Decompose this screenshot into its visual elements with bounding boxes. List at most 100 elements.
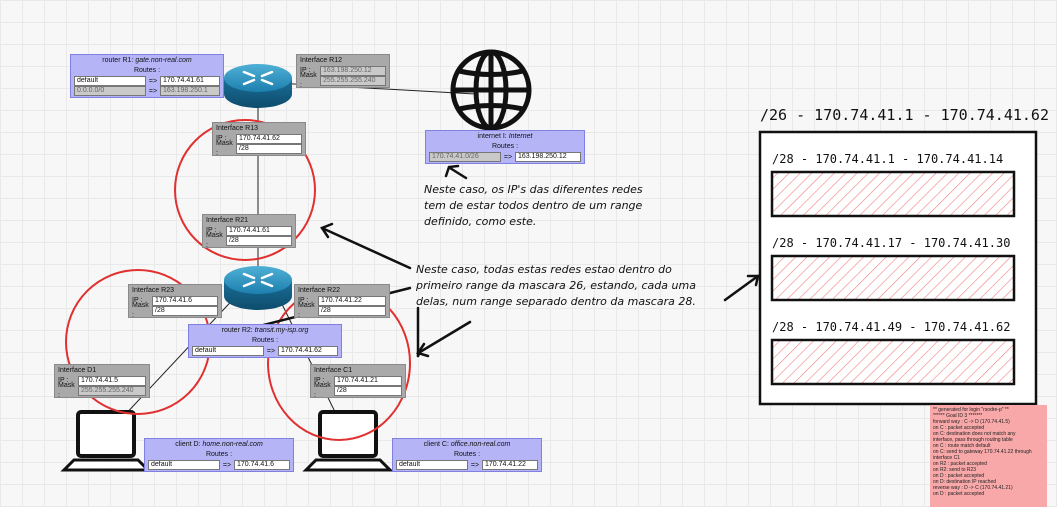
router-r1-box[interactable]: router R1: gate.non-real.com Routes : de…	[70, 54, 224, 98]
ip-field: 163.198.250.12	[320, 66, 386, 76]
ip-field[interactable]: 170.74.41.6	[152, 296, 218, 306]
mask-label: Mask :	[300, 72, 317, 89]
routes-label: Routes :	[491, 143, 519, 150]
ip-field[interactable]: 170.74.41.61	[226, 226, 292, 236]
log-line: on C: destination does not match any	[933, 431, 1016, 437]
client-c-box[interactable]: client C: office.non-real.com Routes : d…	[392, 438, 542, 472]
log-line: on D : packet accepted	[933, 491, 985, 497]
router-r2-title: router R2:	[221, 327, 253, 334]
range-sub-label-2: /28 - 170.74.41.17 - 170.74.41.30	[772, 236, 1011, 250]
range-box-3	[770, 338, 1016, 386]
mask-field[interactable]: /28	[152, 306, 218, 316]
note-line: Neste caso, os IP's das diferentes redes	[424, 183, 643, 196]
log-line: on D : packet accepted	[933, 473, 985, 479]
ip-label: IP :	[206, 227, 217, 234]
route-gateway[interactable]: 170.74.41.62	[278, 346, 338, 356]
route-dest: 0.0.0.0/0	[74, 86, 146, 96]
interface-c1-box[interactable]: Interface C1 IP :170.74.41.21 Mask :/28	[310, 364, 406, 399]
route-arrow: =>	[148, 77, 158, 85]
interface-r21-box[interactable]: Interface R21 IP : 170.74.41.61 Mask :/28	[202, 214, 296, 249]
route-arrow: =>	[470, 461, 480, 469]
client-d-title: client D:	[175, 441, 201, 448]
note-line: Neste caso, todas estas redes estao dent…	[416, 263, 672, 276]
mask-field[interactable]: /28	[334, 386, 402, 396]
client-c-host: office.non-real.com	[450, 441, 511, 448]
computer-icon	[302, 410, 394, 472]
route-gateway[interactable]: 170.74.41.22	[482, 460, 538, 470]
ip-field[interactable]: 170.74.41.62	[236, 134, 302, 144]
router-r1-title: router R1:	[102, 57, 134, 64]
interface-title: Interface R22	[298, 287, 341, 294]
client-d-host: home.non-real.com	[202, 441, 263, 448]
ip-label: IP :	[58, 377, 69, 384]
client-d-box[interactable]: client D: home.non-real.com Routes : def…	[144, 438, 294, 472]
router-r2-box[interactable]: router R2: transit.my-isp.org Routes : d…	[188, 324, 342, 358]
internet-box[interactable]: internet I: Internet Routes : 170.74.41.…	[425, 130, 585, 164]
ip-label: IP :	[132, 297, 143, 304]
ip-field[interactable]: 170.74.41.21	[334, 376, 402, 386]
route-dest[interactable]: default	[192, 346, 264, 356]
route-dest: 170.74.41.0/26	[429, 152, 501, 162]
interface-r22-box[interactable]: Interface R22 IP :170.74.41.22 Mask :/28	[294, 284, 390, 319]
mask-label: Mask :	[216, 140, 233, 157]
log-line: on R2: send to R23	[933, 467, 977, 473]
routes-label: Routes :	[133, 67, 161, 74]
routes-label: Routes :	[251, 337, 279, 344]
mask-label: Mask :	[314, 382, 331, 399]
route-arrow: =>	[266, 347, 276, 355]
log-line: on D: destination IP reached	[933, 479, 997, 485]
interface-title: Interface R12	[300, 57, 343, 64]
ip-field[interactable]: 170.74.41.5	[78, 376, 146, 386]
mask-field: 255.255.255.240	[320, 76, 386, 86]
mask-field: 255.255.255.240	[78, 386, 146, 396]
mask-label: Mask :	[206, 232, 223, 249]
log-line: reverse way : D -> C (170.74.41.21)	[933, 485, 1013, 491]
router-icon	[224, 64, 292, 108]
range-main-label: /26 - 170.74.41.1 - 170.74.41.62	[760, 106, 1049, 124]
range-box-2	[770, 254, 1016, 302]
mask-label: Mask :	[132, 302, 149, 319]
range-sub-label-1: /28 - 170.74.41.1 - 170.74.41.14	[772, 152, 1004, 166]
goal-log-panel[interactable]: ** generated for login "rsodre-p" ** ***…	[930, 405, 1047, 507]
route-gateway[interactable]: 170.74.41.61	[160, 76, 220, 86]
interface-d1-box[interactable]: Interface D1 IP :170.74.41.5 Mask :255.2…	[54, 364, 150, 399]
log-line: on R2 : packet accepted	[933, 461, 987, 467]
ip-label: IP :	[216, 135, 227, 142]
interface-r12-box[interactable]: Interface R12 IP : 163.198.250.12 Mask :2…	[296, 54, 390, 89]
interface-title: Interface C1	[314, 367, 353, 374]
interface-title: Interface R21	[206, 217, 249, 224]
router-r1-host: gate.non-real.com	[135, 57, 192, 64]
ip-label: IP :	[300, 67, 311, 74]
route-gateway[interactable]: 163.198.250.12	[515, 152, 581, 162]
note-line: tem de estar todos dentro de um range	[424, 199, 643, 212]
route-arrow: =>	[222, 461, 232, 469]
interface-r23-box[interactable]: Interface R23 IP : 170.74.41.6 Mask :/28	[128, 284, 222, 319]
mask-label: Mask :	[58, 382, 75, 399]
mask-field[interactable]: /28	[226, 236, 292, 246]
log-line: interface, pass through routing table	[933, 437, 1013, 443]
note-line: primeiro range da mascara 26, estando, c…	[416, 279, 696, 292]
route-gateway[interactable]: 170.74.41.6	[234, 460, 290, 470]
log-line: forward way : C -> D (170.74.41.5)	[933, 419, 1010, 425]
range-sub-label-3: /28 - 170.74.41.49 - 170.74.41.62	[772, 320, 1011, 334]
route-dest[interactable]: default	[396, 460, 468, 470]
globe-icon	[450, 49, 532, 131]
mask-field[interactable]: /28	[236, 144, 302, 154]
mask-field[interactable]: /28	[318, 306, 386, 316]
routes-label: Routes :	[205, 451, 233, 458]
log-line: interface C1	[933, 455, 960, 461]
route-arrow: =>	[503, 153, 513, 161]
router-r2-host: transit.my-isp.org	[254, 327, 309, 334]
interface-title: Interface R13	[216, 125, 259, 132]
route-dest[interactable]: default	[148, 460, 220, 470]
note-ip-range: Neste caso, os IP's das diferentes redes…	[424, 182, 643, 230]
ip-field[interactable]: 170.74.41.22	[318, 296, 386, 306]
range-box-1	[770, 170, 1016, 218]
interface-r13-box[interactable]: Interface R13 IP : 170.74.41.62 Mask :/28	[212, 122, 306, 157]
link-r1-internet	[257, 81, 476, 95]
log-line: on C: send to gateway 170.74.41.22 throu…	[933, 449, 1032, 455]
highlight-circle-r13-r21	[174, 119, 316, 261]
client-c-title: client C:	[423, 441, 449, 448]
interface-title: Interface R23	[132, 287, 175, 294]
route-dest[interactable]: default	[74, 76, 146, 86]
